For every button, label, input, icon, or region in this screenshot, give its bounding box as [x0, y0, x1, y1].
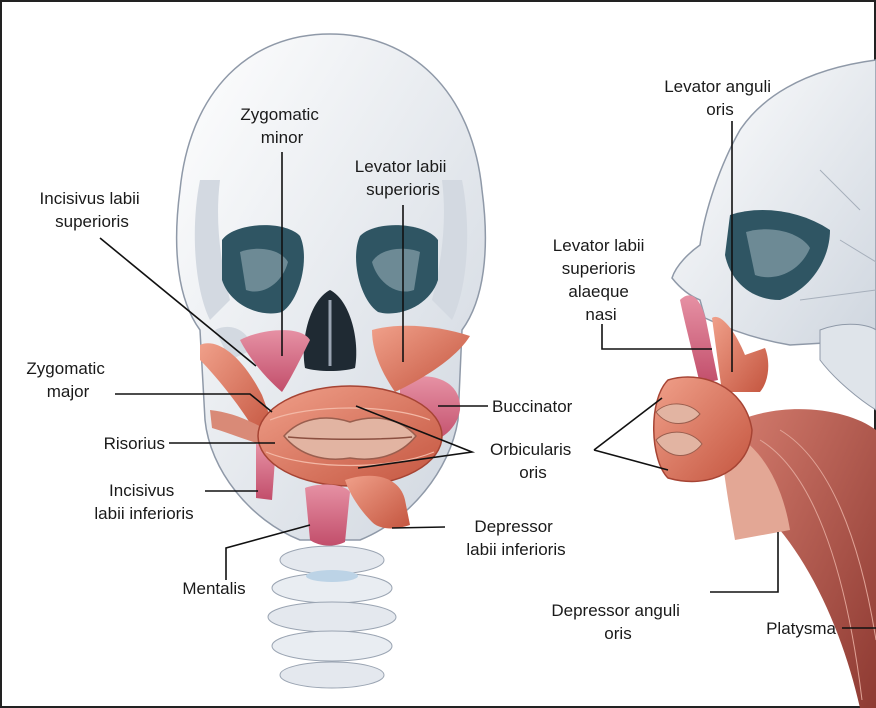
label-incisivus-labii-inferioris: Incisivus labii inferioris — [94, 481, 193, 523]
label-levator-labii-superioris-alaeque-nasi: Levator labii superioris alaeque nasi — [553, 236, 649, 324]
cervical-spine — [268, 546, 396, 688]
label-incisivus-labii-superioris: Incisivus labii superioris — [40, 189, 145, 231]
label-buccinator: Buccinator — [492, 397, 573, 416]
label-mentalis: Mentalis — [182, 579, 245, 598]
label-orbicularis-oris: Orbicularis oris — [490, 440, 576, 482]
mentalis-muscle — [305, 485, 350, 546]
label-risorius: Risorius — [104, 434, 165, 453]
label-depressor-labii-inferioris: Depressor labii inferioris — [466, 517, 565, 559]
label-depressor-anguli-oris: Depressor anguli oris — [551, 601, 684, 643]
label-zygomatic-major: Zygomatic major — [26, 359, 109, 401]
side-cranium — [672, 60, 876, 345]
label-platysma: Platysma — [766, 619, 836, 638]
